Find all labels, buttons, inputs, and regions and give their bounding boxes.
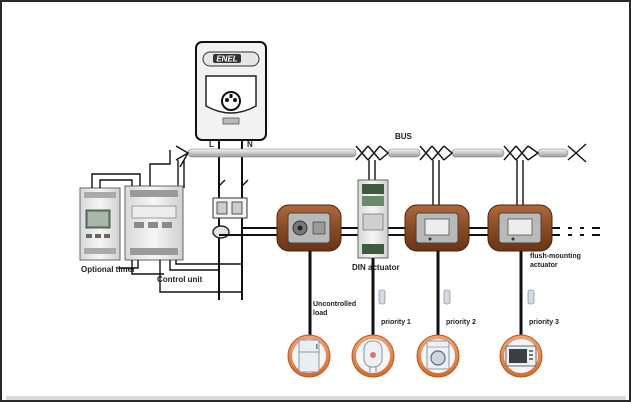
microwave-icon xyxy=(499,334,543,378)
neutral-line-label: N xyxy=(247,140,253,149)
control-unit xyxy=(124,185,184,261)
current-transformer xyxy=(212,225,230,239)
bus-cable xyxy=(175,143,587,168)
meter-brand: ENEL xyxy=(216,55,237,64)
optional-timer-label: Optional timer xyxy=(81,265,135,274)
priority-3-label: priority 3 xyxy=(529,319,559,326)
live-line-label: L xyxy=(209,140,214,149)
uncontrolled-label-line2: load xyxy=(313,310,327,317)
flush-actuator-label-line2: actuator xyxy=(530,262,558,269)
energy-meter: ENEL xyxy=(195,41,267,141)
priority-2-label: priority 2 xyxy=(446,319,476,326)
meter-brand-plate xyxy=(213,54,241,63)
bus-label: BUS xyxy=(395,132,413,141)
optional-timer xyxy=(79,187,121,261)
washing-machine-icon xyxy=(416,334,460,378)
plug-icon xyxy=(378,289,535,305)
fridge-icon xyxy=(287,334,331,378)
frame-shadow xyxy=(6,396,626,400)
din-actuator-label: DIN actuator xyxy=(352,263,400,272)
main-breaker xyxy=(212,179,249,219)
priority-1-label: priority 1 xyxy=(381,319,411,326)
control-unit-label: Control unit xyxy=(157,275,203,284)
uncontrolled-socket xyxy=(276,204,342,252)
flush-actuator-3 xyxy=(487,204,553,252)
uncontrolled-label-line1: Uncontrolled xyxy=(313,301,356,308)
flush-actuator-2 xyxy=(404,204,470,252)
water-heater-icon xyxy=(351,334,395,378)
flush-actuator-label-line1: flush-mounting xyxy=(530,253,581,260)
din-actuator xyxy=(357,179,389,259)
